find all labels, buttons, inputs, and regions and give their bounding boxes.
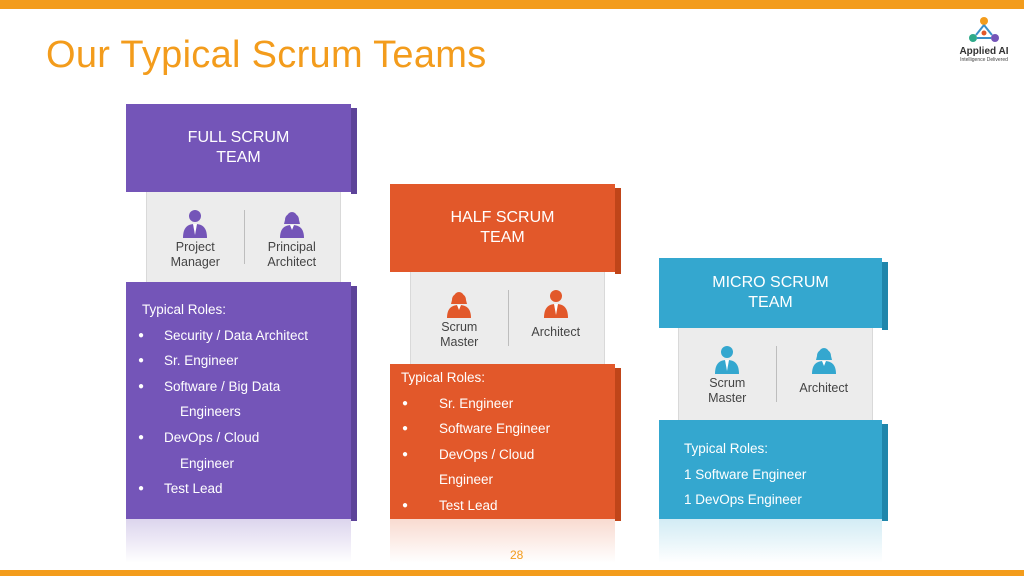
list-item-continuation: Engineer <box>180 455 235 471</box>
female-person-icon <box>447 292 472 318</box>
list-item-continuation: Engineer <box>439 472 494 488</box>
list-item: DevOps / Cloud <box>126 425 351 451</box>
micro-role-line: 1 DevOps Engineer <box>684 492 802 508</box>
role-label-line2: Master <box>708 391 747 405</box>
micro-team-header: MICRO SCRUM TEAM <box>659 258 888 330</box>
role-label-line1: Architect <box>799 381 849 395</box>
micro-team-header-line1: MICRO SCRUM <box>712 274 829 291</box>
role-label-line2: Master <box>440 335 479 349</box>
role-scrum-master: Scrum Master <box>411 272 508 364</box>
full-team-header-line1: FULL SCRUM <box>187 129 290 146</box>
role-label-line1: Scrum <box>709 376 746 390</box>
full-team-roles: Project Manager Principal Architect <box>146 192 341 282</box>
full-team-body: Typical Roles: Security / Data Architect… <box>126 282 357 521</box>
company-logo: Applied AI Intelligence Delivered <box>952 16 1016 72</box>
full-team-reflection <box>126 519 351 563</box>
half-team-header-line2: TEAM <box>480 229 525 246</box>
list-item: Software Engineer <box>390 416 615 442</box>
list-item: Software / Big Data <box>126 374 351 400</box>
role-project-manager: Project Manager <box>147 192 244 282</box>
role-label-line1: Project <box>175 240 215 254</box>
half-team-roles: Scrum Master Architect <box>410 272 605 364</box>
logo-icon <box>969 17 999 42</box>
half-team-body: Typical Roles: Sr. Engineer Software Eng… <box>390 364 621 521</box>
full-body-edge <box>351 286 357 521</box>
roles-divider <box>507 290 509 346</box>
full-team-role-list: Security / Data Architect Sr. Engineer S… <box>126 323 351 502</box>
male-person-icon <box>715 346 740 374</box>
top-accent-bar <box>0 0 1024 9</box>
role-label-line2: Manager <box>170 255 220 269</box>
typical-roles-label: Typical Roles: <box>684 441 769 456</box>
half-team-header: HALF SCRUM TEAM <box>390 184 621 274</box>
list-item: Sr. Engineer <box>390 391 615 417</box>
role-architect: Architect <box>776 328 873 420</box>
micro-role-line: 1 Software Engineer <box>684 466 807 482</box>
list-item: Security / Data Architect <box>126 323 351 349</box>
micro-team-body: Typical Roles: 1 Software Engineer 1 Dev… <box>659 420 888 521</box>
micro-body-edge <box>882 424 888 521</box>
female-person-icon <box>811 348 836 374</box>
role-principal-architect: Principal Architect <box>244 192 341 282</box>
half-body-edge <box>615 368 621 521</box>
list-item: Test Lead <box>390 493 615 519</box>
role-scrum-master: Scrum Master <box>679 328 776 420</box>
roles-divider <box>243 210 245 264</box>
slide-title: Our Typical Scrum Teams <box>46 34 487 76</box>
role-label-line1: Scrum <box>441 320 478 334</box>
micro-team-header-line2: TEAM <box>748 294 793 311</box>
full-team-header: FULL SCRUM TEAM <box>126 104 357 194</box>
logo-name: Applied AI <box>959 46 1009 57</box>
list-item-continuation: Engineers <box>180 404 241 420</box>
list-item: Test Lead <box>126 476 351 502</box>
logo-tagline: Intelligence Delivered <box>960 57 1008 63</box>
typical-roles-label: Typical Roles: <box>142 302 227 317</box>
half-header-edge <box>615 188 621 274</box>
roles-divider <box>775 346 777 402</box>
female-person-icon <box>279 212 304 238</box>
micro-header-edge <box>882 262 888 330</box>
typical-roles-label: Typical Roles: <box>401 370 486 385</box>
male-person-icon <box>183 210 208 238</box>
role-architect: Architect <box>508 272 605 364</box>
role-label-line2: Architect <box>267 255 317 269</box>
role-label-line1: Architect <box>531 325 581 339</box>
list-item: Sr. Engineer <box>126 348 351 374</box>
half-team-header-line1: HALF SCRUM <box>450 209 555 226</box>
role-label-line1: Principal <box>267 240 316 254</box>
list-item: DevOps / Cloud <box>390 442 615 468</box>
full-header-edge <box>351 108 357 194</box>
page-number: 28 <box>510 548 524 562</box>
full-team-header-line2: TEAM <box>216 149 261 166</box>
micro-team-reflection <box>659 519 882 563</box>
male-person-icon <box>543 290 568 318</box>
half-team-role-list: Sr. Engineer Software Engineer DevOps / … <box>390 391 615 519</box>
micro-team-roles: Scrum Master Architect <box>678 328 873 420</box>
bottom-accent-bar <box>0 570 1024 576</box>
half-team-reflection <box>390 519 615 563</box>
